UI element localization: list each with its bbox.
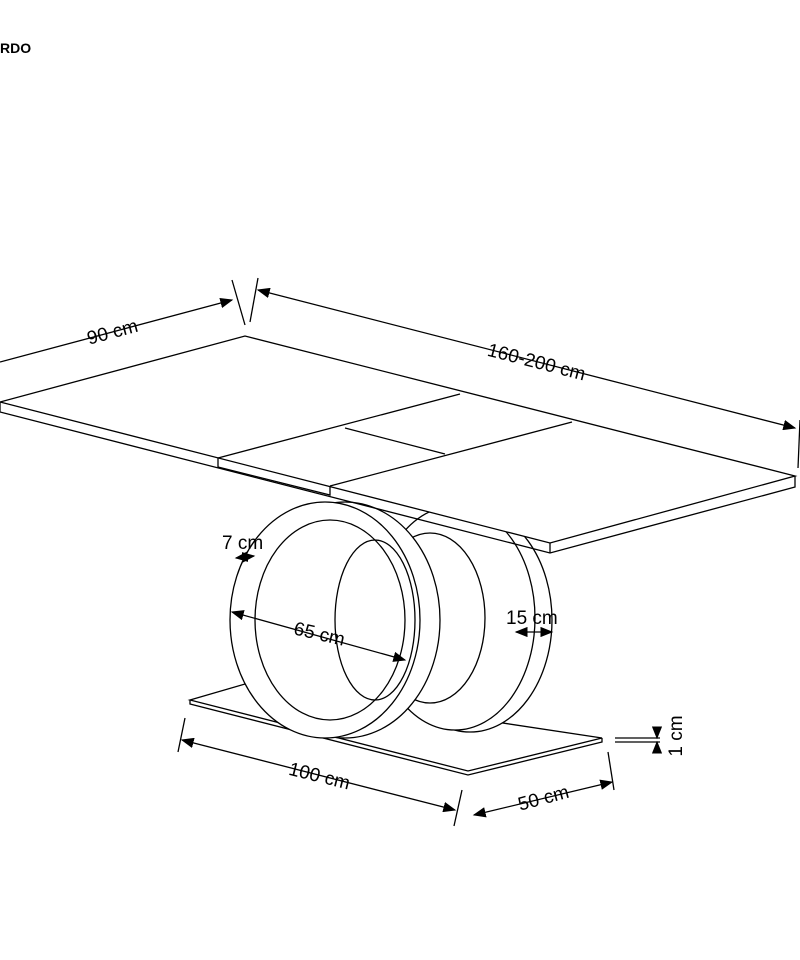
dim-ring-depth-label: 15 cm xyxy=(506,608,558,629)
dim-width-label: 90 cm xyxy=(85,316,140,350)
dim-base-width-label: 50 cm xyxy=(516,782,571,816)
dim-ring-thickness-label: 7 cm xyxy=(222,533,263,554)
ring-pedestal xyxy=(229,501,553,739)
dim-base-length-label: 100 cm xyxy=(287,759,353,794)
dimension-lines xyxy=(0,277,800,827)
product-title: RDO xyxy=(0,40,32,56)
tabletop xyxy=(0,335,798,554)
dim-base-thickness-label: 1 cm xyxy=(666,715,687,756)
dim-length-label: 160-200 cm xyxy=(485,340,587,385)
